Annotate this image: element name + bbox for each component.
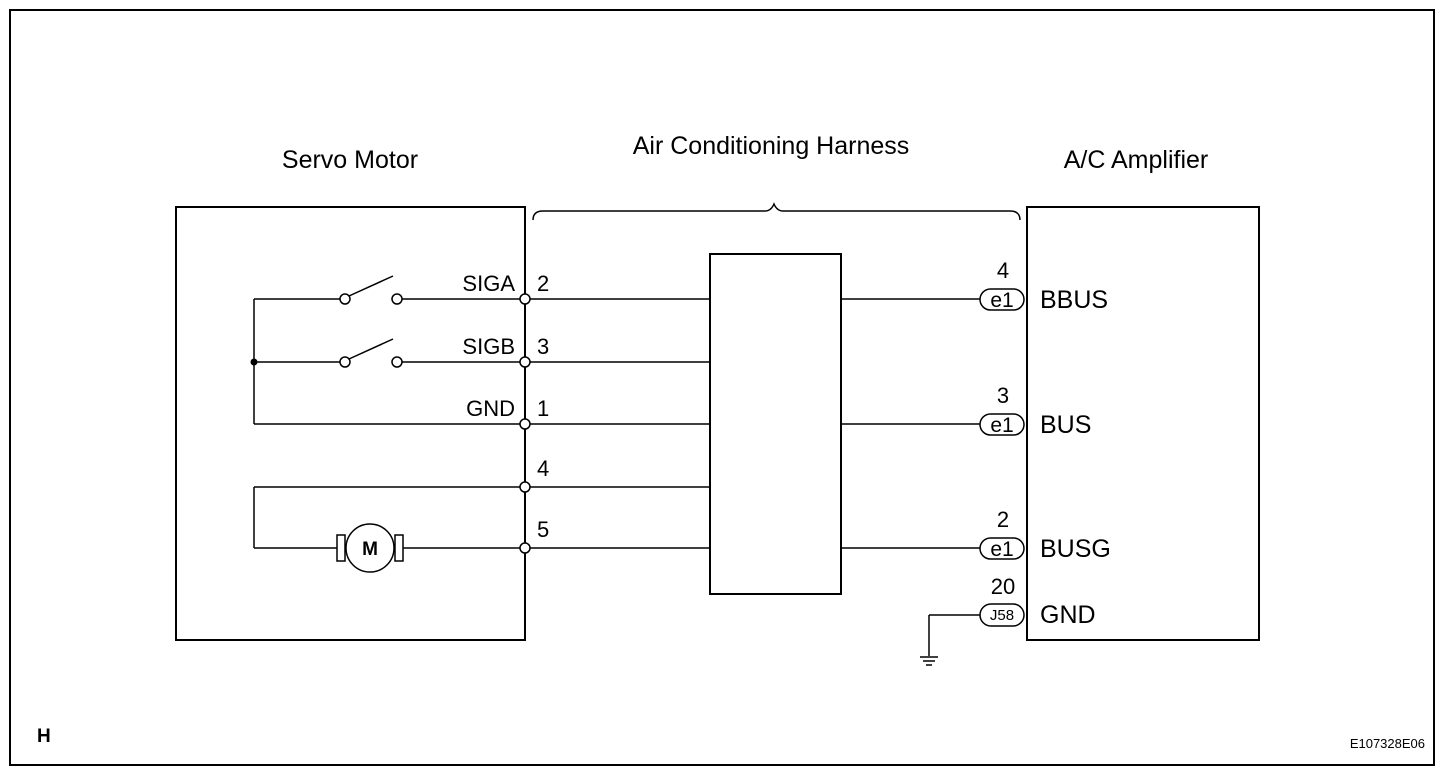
connector-oval [979, 537, 1025, 560]
signal-label: GND [1040, 601, 1096, 629]
junction-dot [250, 358, 258, 366]
motor-circuit: M [253, 486, 520, 573]
signal-label: BBUS [1040, 286, 1108, 314]
motor-symbol-label: M [362, 539, 378, 560]
harness-wires-left [525, 298, 710, 549]
harness-wires-right [841, 298, 980, 549]
pin-number: 20 [991, 574, 1015, 599]
pin-number: 2 [537, 271, 549, 296]
signal-label: GND [466, 396, 515, 421]
motor-symbol [345, 523, 395, 573]
pin-number: 1 [537, 396, 549, 421]
connector-code: e1 [990, 289, 1013, 312]
pin-number: 3 [997, 383, 1009, 408]
servo-terminal-1: SIGA 2 [462, 271, 549, 305]
signal-label: SIGA [462, 271, 515, 296]
servo-motor-title: Servo Motor [282, 146, 418, 174]
pin-number: 2 [997, 507, 1009, 532]
connector-oval [979, 288, 1025, 311]
amp-terminal-bbus: 4 e1 BBUS [979, 258, 1108, 314]
amplifier-box [1026, 206, 1260, 641]
signal-label: SIGB [462, 334, 515, 359]
servo-terminal-4: 4 [519, 456, 549, 493]
ground-icon [920, 656, 938, 666]
signal-label: BUSG [1040, 535, 1111, 563]
amp-terminal-gnd: 20 J58 GND [928, 574, 1096, 656]
figure-code: E107328E06 [1350, 736, 1425, 751]
harness-brace [532, 202, 1021, 221]
connector-code: J58 [990, 607, 1014, 624]
servo-terminal-5: 5 [519, 517, 549, 554]
servo-terminal-2: SIGB 3 [462, 334, 549, 368]
outer-frame [9, 9, 1435, 766]
connector-oval [979, 413, 1025, 436]
amp-terminal-busg: 2 e1 BUSG [979, 507, 1111, 563]
pin-number: 4 [537, 456, 549, 481]
pin-number: 4 [997, 258, 1009, 283]
amp-terminal-bus: 3 e1 BUS [979, 383, 1091, 439]
connector-code: e1 [990, 538, 1013, 561]
corner-mark: H [37, 726, 51, 747]
signal-label: BUS [1040, 411, 1091, 439]
pin-number: 5 [537, 517, 549, 542]
connector-code: e1 [990, 414, 1013, 437]
switch-circuit [250, 275, 520, 425]
pin-number: 3 [537, 334, 549, 359]
servo-terminal-3: GND 1 [466, 396, 549, 430]
connector-oval [979, 603, 1025, 627]
harness-box [709, 253, 842, 595]
amplifier-title: A/C Amplifier [1064, 146, 1208, 174]
harness-title: Air Conditioning Harness [633, 132, 910, 160]
